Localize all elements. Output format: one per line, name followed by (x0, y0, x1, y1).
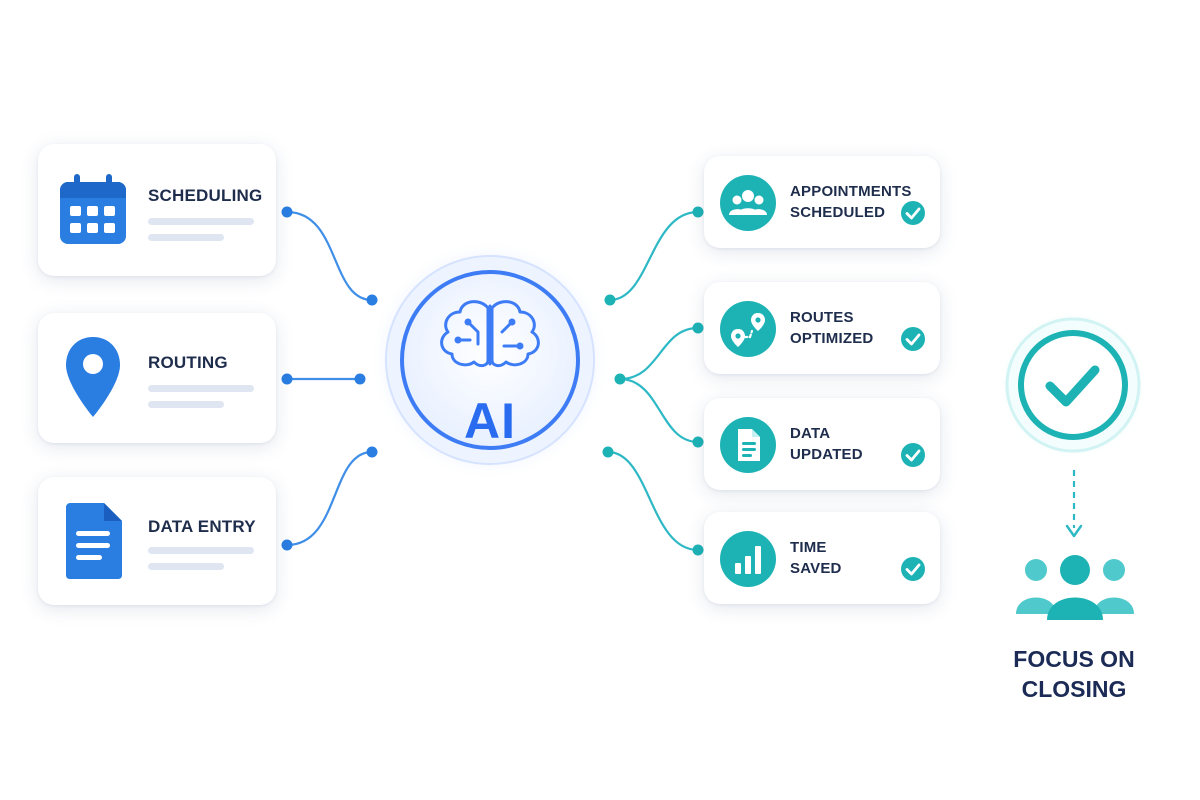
node-dot (604, 294, 616, 306)
check-icon (901, 327, 925, 351)
route-icon (731, 313, 765, 347)
wire-scheduling (286, 210, 373, 302)
input-label-scheduling: SCHEDULING (148, 186, 263, 205)
ai-label: AI (464, 393, 516, 449)
node-dot (281, 206, 293, 218)
node-dot (602, 446, 614, 458)
group-icon (729, 190, 767, 215)
node-dot (354, 373, 366, 385)
node-dot (281, 373, 293, 385)
node-dot (692, 322, 704, 334)
brain-icon (440, 300, 540, 368)
arrow-head (1065, 524, 1083, 538)
node-dot (692, 436, 704, 448)
check-icon (901, 443, 925, 467)
check-icon (901, 201, 925, 225)
map-pin-icon (66, 337, 120, 417)
output-icon-badge (720, 301, 776, 357)
node-dot (614, 373, 626, 385)
node-dot (366, 294, 378, 306)
node-dot (281, 539, 293, 551)
input-card-routing: ROUTING (38, 313, 276, 443)
wire-appointments (609, 210, 699, 302)
placeholder-line (148, 234, 224, 241)
wire-data-updated (619, 377, 699, 444)
output-icon-badge (720, 175, 776, 231)
placeholder-line (148, 547, 254, 554)
placeholder-line (148, 563, 224, 570)
bar-chart-icon (735, 546, 761, 574)
check-icon (901, 557, 925, 581)
calendar-icon (60, 174, 126, 244)
input-card-scheduling: SCHEDULING (38, 144, 276, 276)
placeholder-line (148, 401, 224, 408)
output-icon-badge (720, 531, 776, 587)
placeholder-line (148, 385, 254, 392)
node-dot (692, 544, 704, 556)
team-icon (1016, 555, 1134, 620)
document-icon (66, 503, 122, 579)
node-dot (366, 446, 378, 458)
wire-data-entry (286, 450, 373, 547)
ai-hub (370, 240, 610, 480)
success-check-icon (998, 310, 1148, 460)
output-icon-badge (720, 417, 776, 473)
wire-time-saved (607, 450, 699, 552)
wire-routes (619, 326, 699, 381)
placeholder-line (148, 218, 254, 225)
input-label-routing: ROUTING (148, 353, 228, 372)
input-card-data-entry: DATA ENTRY (38, 477, 276, 605)
document-icon (738, 429, 760, 461)
node-dot (692, 206, 704, 218)
circuit-nodes (454, 318, 524, 350)
input-label-data-entry: DATA ENTRY (148, 517, 256, 536)
